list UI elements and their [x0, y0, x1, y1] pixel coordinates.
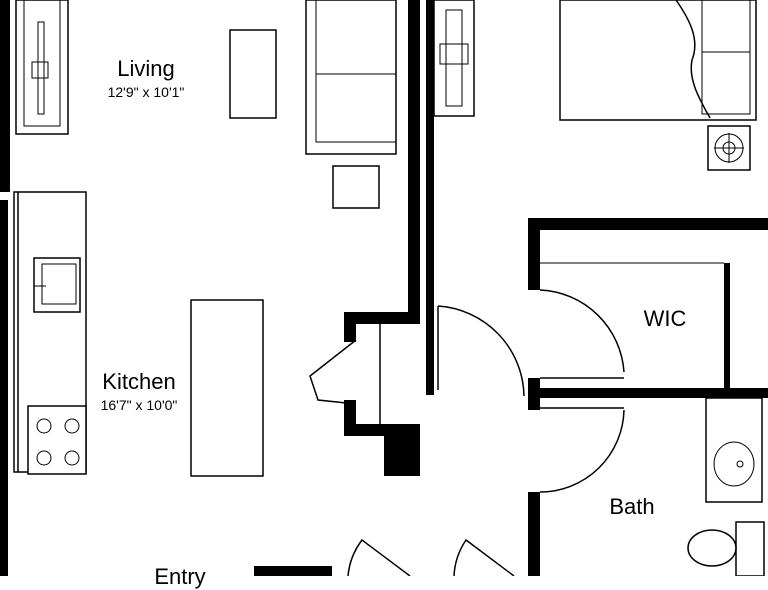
- bath-fixtures: [687, 397, 765, 576]
- kitchen-room-dimensions: 16'7" x 10'0": [100, 397, 178, 413]
- floor-plan: [0, 0, 768, 576]
- living-room-name: Living: [117, 56, 175, 81]
- doors: [309, 262, 724, 576]
- kitchen-room-name: Kitchen: [102, 369, 176, 394]
- entry-room-name: Entry: [154, 564, 206, 589]
- bath-room-name: Bath: [609, 494, 655, 519]
- bedroom-furniture: [433, 0, 757, 171]
- living-room-dimensions: 12'9" x 10'1": [107, 84, 185, 100]
- wic-room-name: WIC: [643, 306, 687, 331]
- living-furniture: [15, 0, 397, 209]
- kitchen-fixtures: [13, 191, 264, 477]
- walls: [0, 0, 768, 576]
